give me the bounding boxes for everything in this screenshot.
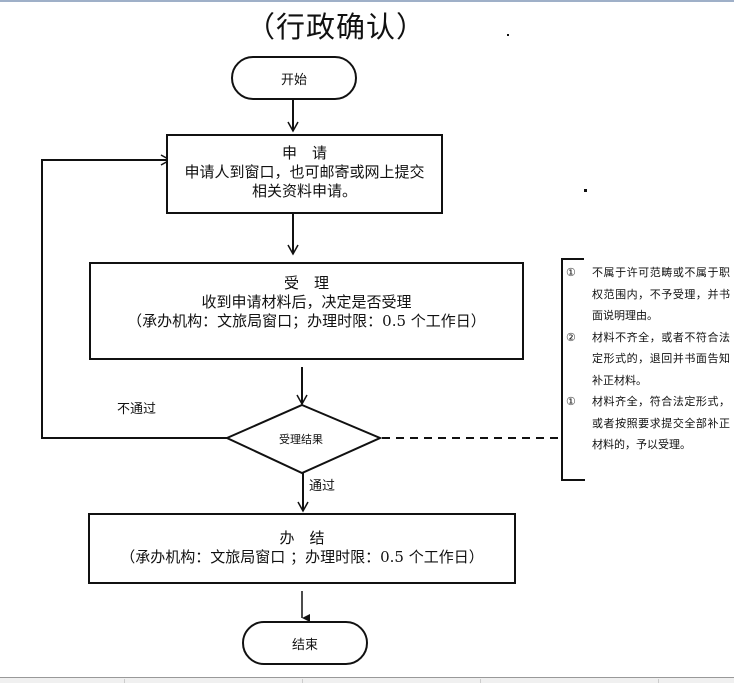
note-text: 材料不齐全，或者不符合法定形式的，退回并书面告知补正材料。 [592,330,730,387]
apply-box: 申 请 申请人到窗口，也可邮寄或网上提交 相关资料申请。 [166,134,443,214]
notes-bracket [561,258,585,481]
window-top-border [0,0,734,2]
stray-mark [507,34,509,36]
note-number: ① [566,266,576,279]
apply-line-2: 相关资料申请。 [251,182,357,200]
apply-heading: 申 请 [281,144,327,162]
fail-label: 不通过 [117,402,157,417]
bottom-bar-separator [302,679,303,683]
note-item: ① 材料齐全，符合法定形式，或者按照要求提交全部补正材料的，予以受理。 [562,391,730,456]
notes-panel: ① 不属于许可范畴或不属于职权范围内，不予受理，并书面说明理由。 ② 材料不齐全… [562,262,730,456]
end-terminal: 结束 [242,621,368,665]
note-text: 材料齐全，符合法定形式，或者按照要求提交全部补正材料的，予以受理。 [592,395,730,451]
complete-heading: 办 结 [279,529,325,547]
apply-line-1: 申请人到窗口，也可邮寄或网上提交 [184,163,425,181]
pass-label: 通过 [309,479,336,494]
bottom-bar-separator [124,679,125,683]
note-number: ① [566,395,576,408]
end-label: 结束 [291,637,318,653]
window-bottom-bar [0,677,734,683]
decision-label: 受理结果 [279,433,323,446]
accept-box: 受 理 收到申请材料后，决定是否受理 （承办机构：文旅局窗口；办理时限：0.5 … [89,262,524,360]
complete-line-1: （承办机构：文旅局窗口 ；办理时限：0.5 个工作日） [120,548,484,566]
bottom-bar-separator [658,679,659,683]
accept-heading: 受 理 [283,274,329,292]
note-item: ② 材料不齐全，或者不符合法定形式的，退回并书面告知补正材料。 [562,327,730,392]
stray-mark [584,189,587,192]
accept-line-2: （承办机构：文旅局窗口；办理时限：0.5 个工作日） [127,312,486,330]
note-number: ② [566,330,576,344]
arrow-fail-loop [41,154,227,439]
start-label: 开始 [280,72,307,88]
complete-box: 办 结 （承办机构：文旅局窗口 ；办理时限：0.5 个工作日） [88,513,516,584]
start-terminal: 开始 [231,56,357,100]
accept-line-1: 收到申请材料后，决定是否受理 [201,293,412,311]
bottom-bar-separator [480,679,481,683]
note-item: ① 不属于许可范畴或不属于职权范围内，不予受理，并书面说明理由。 [562,262,730,327]
note-text: 不属于许可范畴或不属于职权范围内，不予受理，并书面说明理由。 [592,266,730,322]
page-title: （行政确认） [246,10,427,44]
